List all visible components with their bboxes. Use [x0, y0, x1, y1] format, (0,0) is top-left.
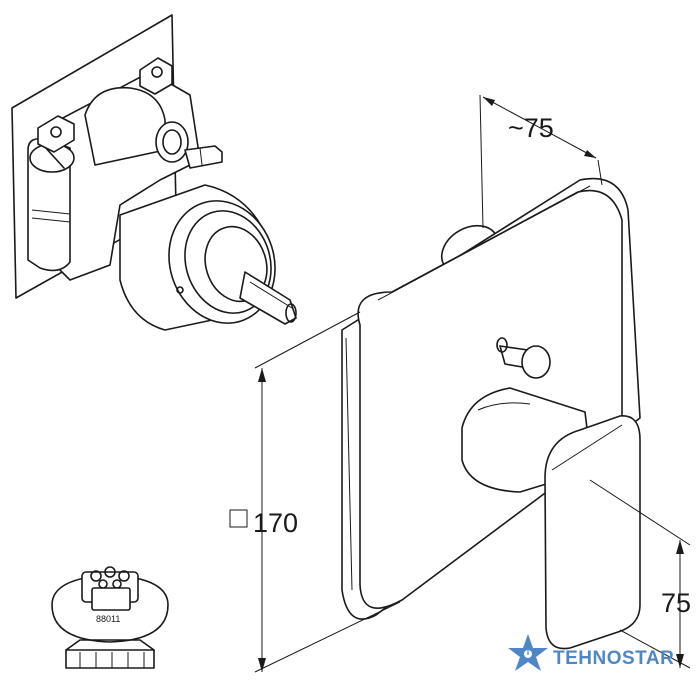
concealed-mixer-body: [11, 14, 297, 331]
square-symbol-icon: [229, 509, 248, 528]
cartridge-detail: [51, 566, 169, 669]
lever-dimension-label: 75: [661, 588, 691, 618]
diverter-knob: [496, 337, 551, 379]
size-dimension-label: 170: [253, 508, 298, 538]
part-number: 88011: [96, 614, 120, 624]
lever-handle: [461, 387, 641, 650]
logo-text: TEHNOSTAR: [553, 648, 674, 669]
tehnostar-logo: [508, 634, 548, 671]
depth-dimension-label: ~75: [508, 113, 554, 143]
dimension-lines: [254, 94, 691, 673]
